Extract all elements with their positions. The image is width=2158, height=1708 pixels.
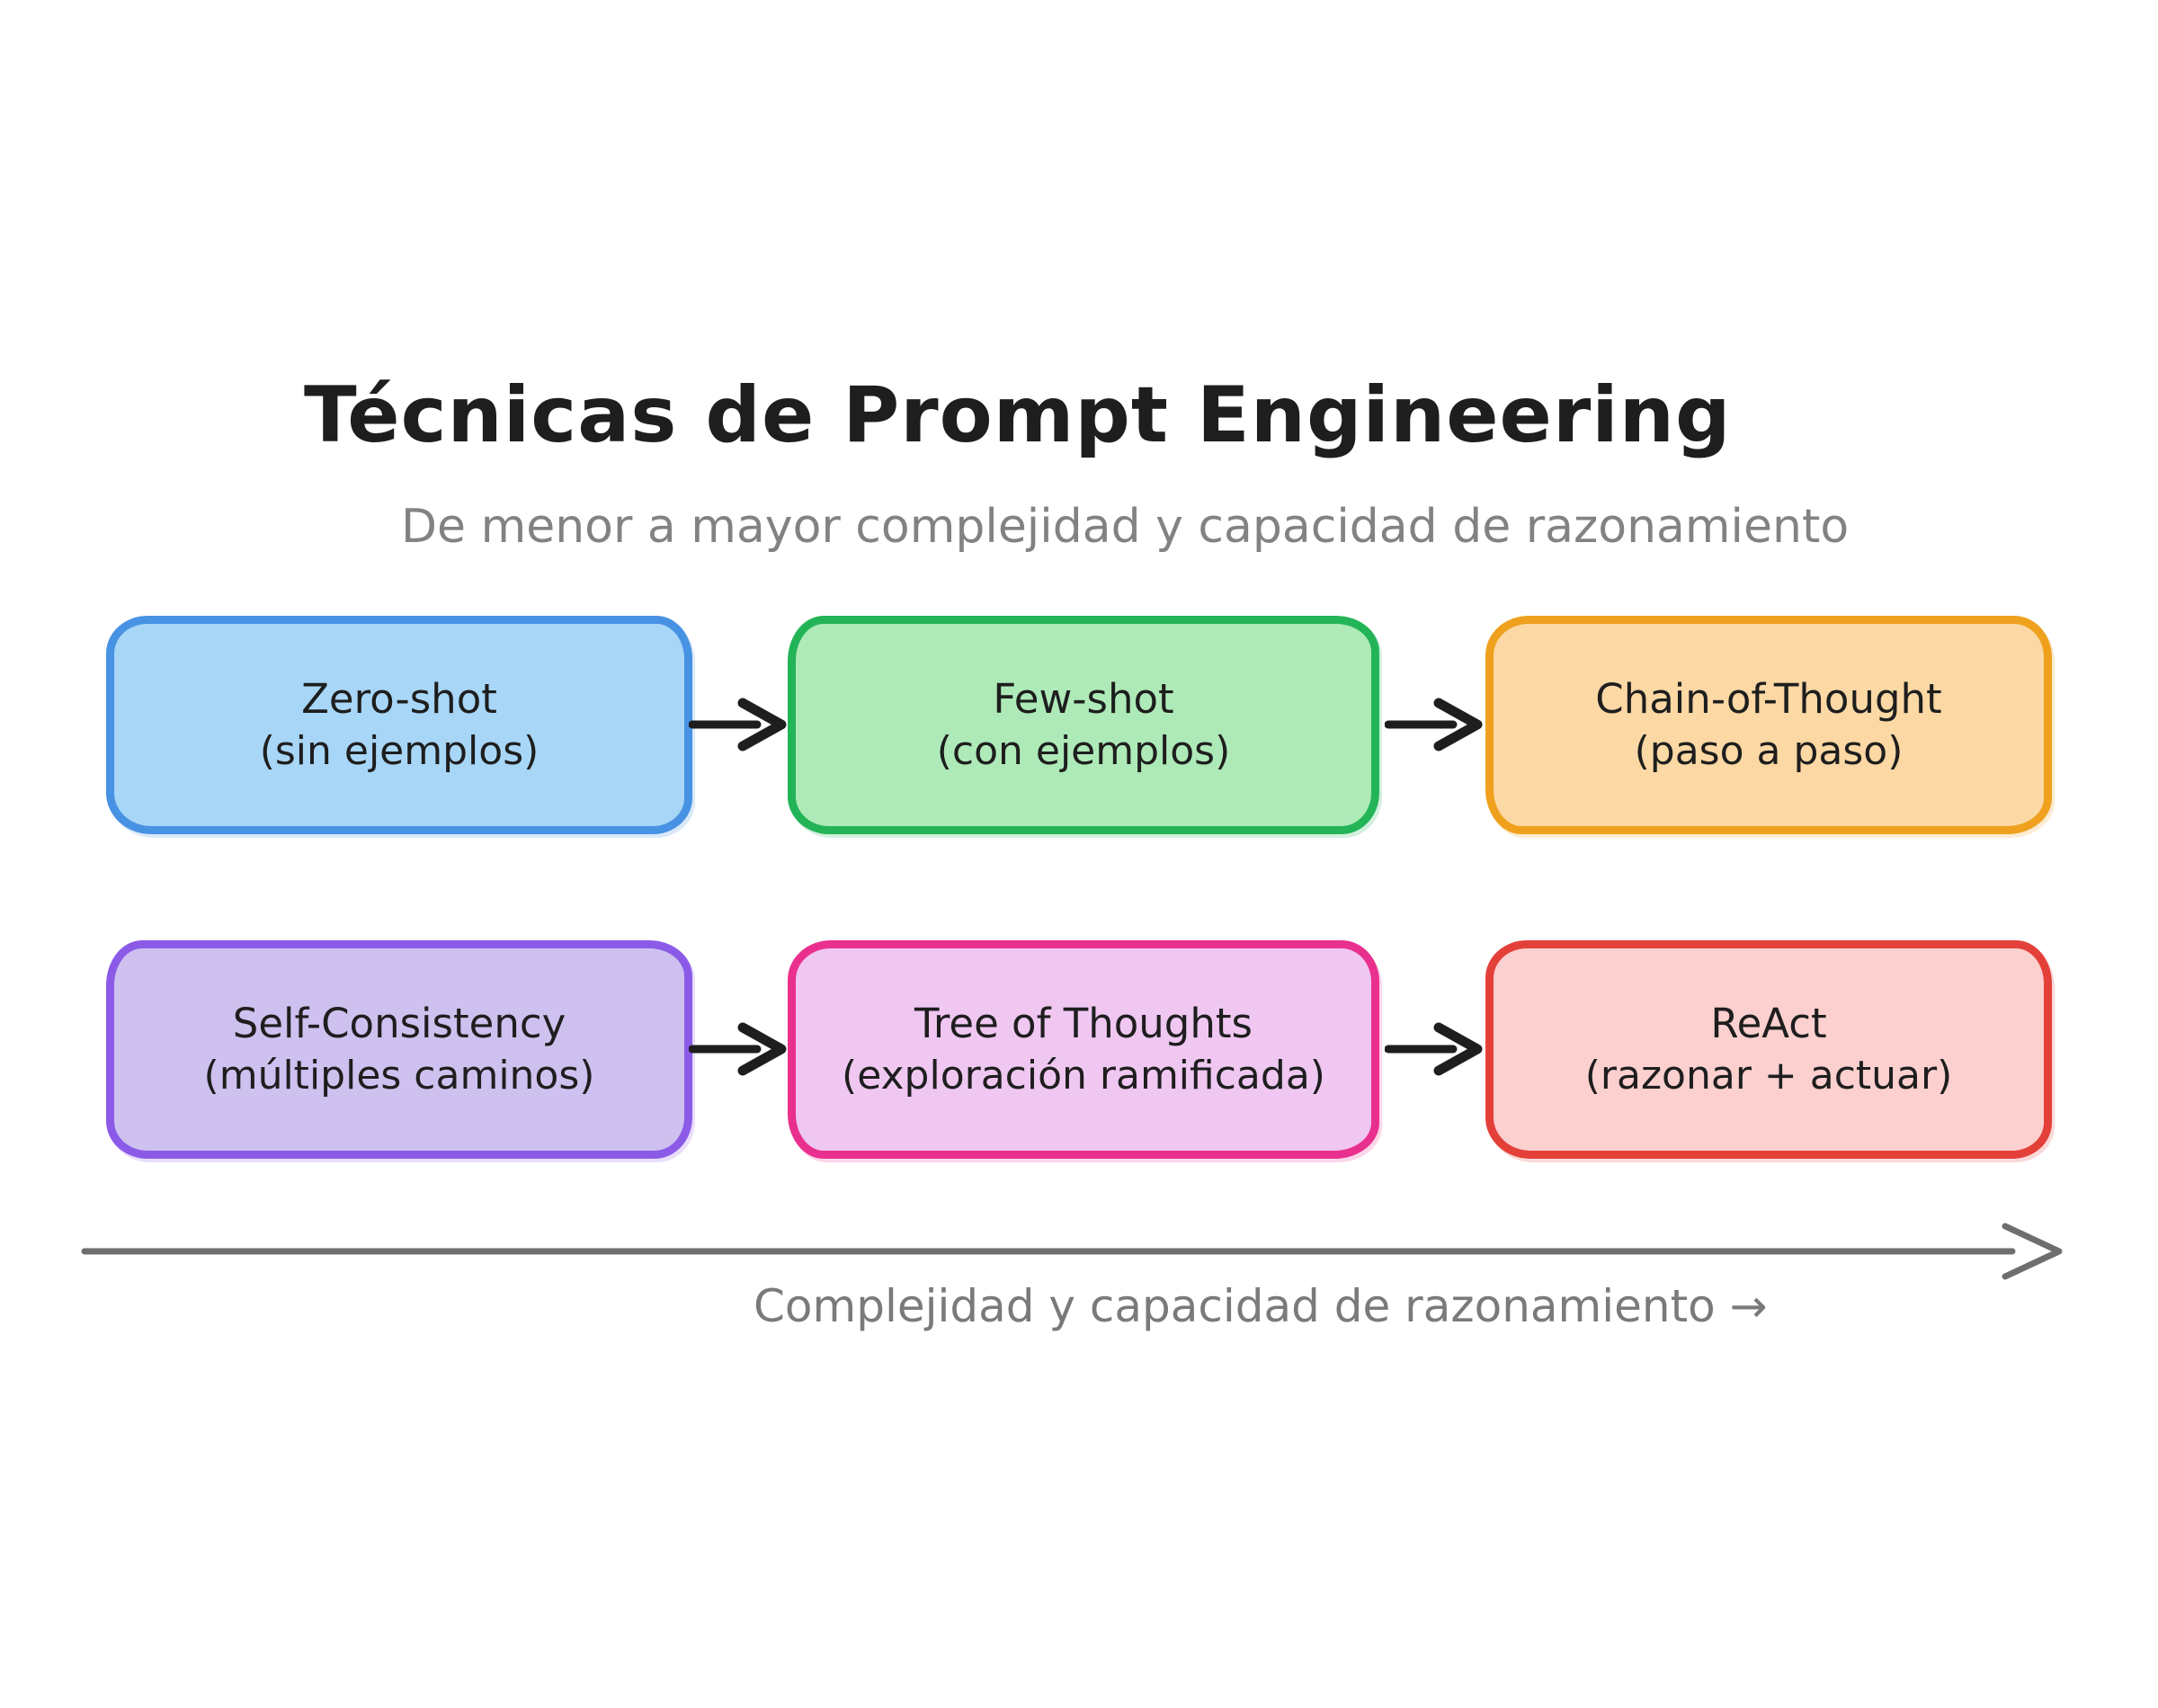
box-tree-of-thoughts-detail: (exploración ramificada)	[842, 1053, 1325, 1099]
box-chain-of-thought: Chain-of-Thought (paso a paso)	[1485, 616, 2052, 834]
box-chain-of-thought-detail: (paso a paso)	[1634, 728, 1904, 775]
arrow-right-icon	[689, 1022, 787, 1076]
box-few-shot-detail: (con ejemplos)	[936, 728, 1231, 775]
box-few-shot: Few-shot (con ejemplos)	[788, 616, 1379, 834]
box-zero-shot-name: Zero-shot	[301, 674, 497, 723]
box-react: ReAct (razonar + actuar)	[1485, 940, 2052, 1159]
box-self-consistency-detail: (múltiples caminos)	[203, 1053, 595, 1099]
box-tree-of-thoughts: Tree of Thoughts (exploración ramificada…	[788, 940, 1379, 1159]
arrow-right-icon	[1385, 698, 1483, 752]
box-zero-shot-detail: (sin ejemplos)	[259, 728, 540, 775]
box-react-detail: (razonar + actuar)	[1584, 1053, 1953, 1099]
box-self-consistency: Self-Consistency (múltiples caminos)	[106, 940, 692, 1159]
complexity-axis-label: Complejidad y capacidad de razonamiento …	[754, 1280, 1768, 1332]
box-react-name: ReAct	[1710, 999, 1827, 1047]
complexity-axis-arrow-icon	[81, 1223, 2063, 1280]
diagram-title: Técnicas de Prompt Engineering	[304, 370, 1732, 460]
box-tree-of-thoughts-name: Tree of Thoughts	[914, 999, 1253, 1047]
box-chain-of-thought-name: Chain-of-Thought	[1595, 674, 1942, 723]
arrow-right-icon	[689, 698, 787, 752]
arrow-right-icon	[1385, 1022, 1483, 1076]
box-self-consistency-name: Self-Consistency	[232, 999, 566, 1047]
box-few-shot-name: Few-shot	[993, 674, 1174, 723]
box-zero-shot: Zero-shot (sin ejemplos)	[106, 616, 692, 834]
diagram-subtitle: De menor a mayor complejidad y capacidad…	[401, 500, 1850, 554]
